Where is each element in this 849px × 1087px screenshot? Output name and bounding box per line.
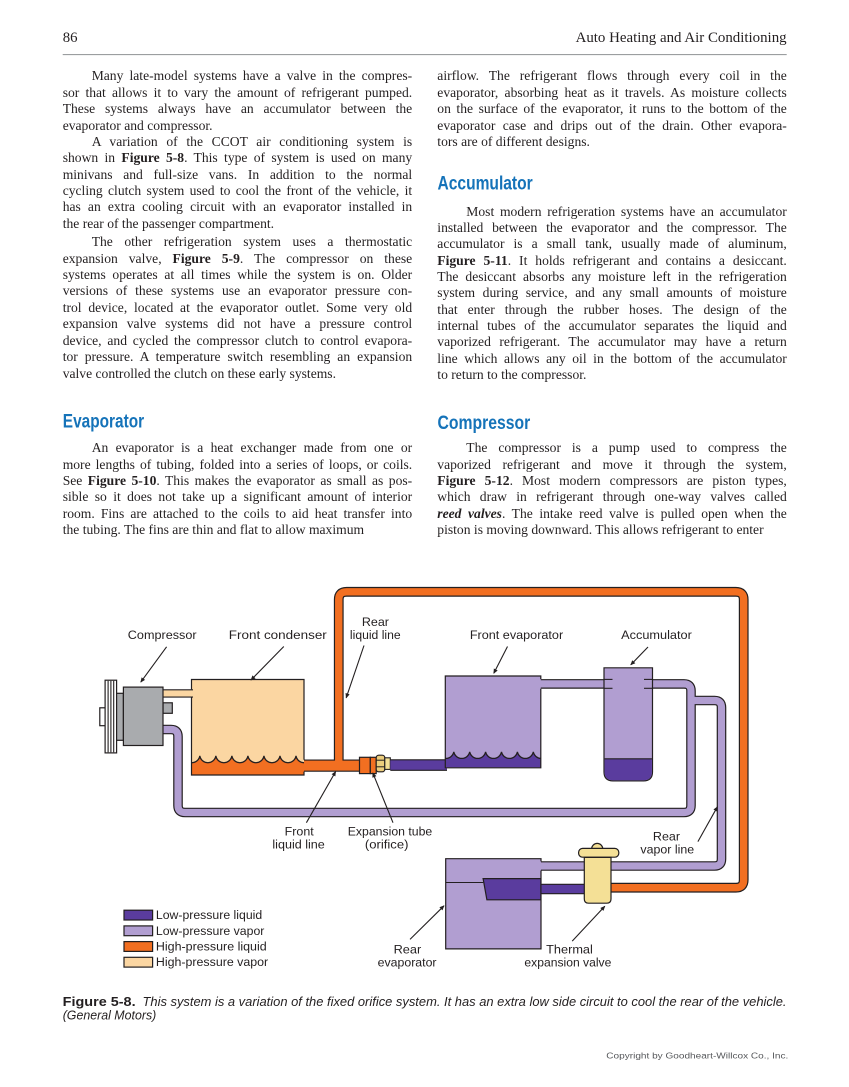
svg-text:Low-pressure liquid: Low-pressure liquid bbox=[156, 908, 262, 922]
svg-text:Front evaporator: Front evaporator bbox=[470, 628, 563, 642]
svg-text:High-pressure liquid: High-pressure liquid bbox=[156, 940, 267, 954]
svg-text:Rear: Rear bbox=[394, 942, 422, 956]
svg-text:Compressor: Compressor bbox=[438, 412, 531, 434]
svg-text:Accumulator: Accumulator bbox=[621, 628, 692, 642]
svg-text:Expansion tube: Expansion tube bbox=[348, 825, 433, 839]
svg-text:Rear: Rear bbox=[362, 615, 389, 629]
svg-text:Rear: Rear bbox=[653, 830, 680, 844]
svg-text:High-pressure vapor: High-pressure vapor bbox=[156, 955, 268, 969]
svg-text:liquid line: liquid line bbox=[272, 838, 325, 852]
svg-text:Accumulator: Accumulator bbox=[438, 173, 533, 195]
svg-text:liquid line: liquid line bbox=[350, 628, 401, 642]
svg-text:Front condenser: Front condenser bbox=[229, 628, 327, 642]
svg-text:Compressor: Compressor bbox=[128, 628, 197, 642]
svg-text:vapor line: vapor line bbox=[640, 843, 694, 857]
svg-text:Auto Heating and Air Condition: Auto Heating and Air Conditioning bbox=[576, 30, 788, 46]
svg-text:Low-pressure vapor: Low-pressure vapor bbox=[156, 924, 265, 938]
svg-text:86: 86 bbox=[63, 30, 78, 46]
svg-text:Thermal: Thermal bbox=[546, 942, 593, 956]
svg-text:(orifice): (orifice) bbox=[365, 838, 409, 852]
svg-text:Front: Front bbox=[285, 825, 315, 839]
svg-text:Evaporator: Evaporator bbox=[63, 410, 145, 432]
svg-text:expansion valve: expansion valve bbox=[524, 956, 611, 970]
svg-text:This system is a variation of: This system is a variation of the fixed … bbox=[143, 995, 787, 1009]
svg-text:Copyright by Goodheart-Willcox: Copyright by Goodheart-Willcox Co., Inc. bbox=[606, 1051, 788, 1061]
svg-text:(General Motors): (General Motors) bbox=[63, 1008, 157, 1022]
svg-text:Figure 5-8.: Figure 5-8. bbox=[63, 995, 136, 1009]
svg-text:evaporator: evaporator bbox=[378, 956, 437, 970]
